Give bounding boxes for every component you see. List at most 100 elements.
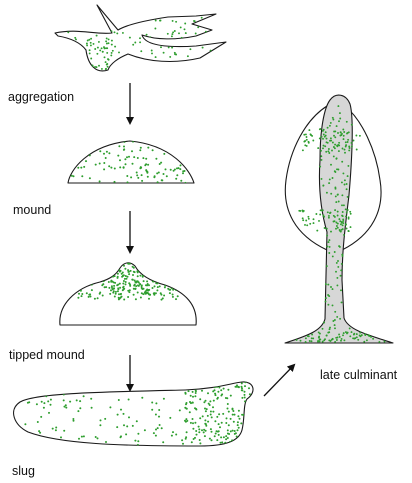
cell-dot: [343, 339, 345, 341]
cell-dot: [340, 340, 342, 342]
cell-dot: [357, 339, 359, 341]
cell-dot: [320, 155, 322, 157]
cell-dot: [99, 49, 101, 51]
cell-dot: [337, 215, 339, 217]
cell-dot: [86, 43, 88, 45]
cell-dot: [319, 166, 321, 168]
cell-dot: [163, 52, 165, 54]
cell-dot: [94, 48, 96, 50]
cell-dot: [109, 293, 111, 295]
cell-dot: [221, 441, 223, 443]
cell-dot: [163, 398, 165, 400]
cell-dot: [309, 223, 311, 225]
cell-dot: [241, 397, 243, 399]
cell-dot: [163, 153, 165, 155]
cell-dot: [126, 175, 128, 177]
cell-dot: [351, 124, 353, 126]
cell-dot: [226, 417, 228, 419]
cell-dot: [337, 211, 339, 213]
cell-dot: [64, 406, 66, 408]
cell-dot: [317, 341, 319, 343]
cell-dot: [144, 292, 146, 294]
cell-dot: [184, 23, 186, 25]
cell-dot: [228, 424, 230, 426]
cell-dot: [102, 295, 104, 297]
cell-dot: [330, 122, 332, 124]
cell-dot: [123, 149, 125, 151]
cell-dot: [345, 208, 347, 210]
cell-dot: [198, 428, 200, 430]
cell-dot: [89, 52, 91, 54]
cell-dot: [137, 271, 139, 273]
cell-dot: [115, 293, 117, 295]
cell-dot: [218, 430, 220, 432]
cell-dot: [110, 289, 112, 291]
cell-dot: [185, 32, 187, 34]
cell-dot: [333, 155, 335, 157]
cell-dot: [186, 431, 188, 433]
cell-dot: [141, 180, 143, 182]
cell-dot: [344, 184, 346, 186]
cell-dot: [120, 270, 122, 272]
cell-dot: [105, 441, 107, 443]
cell-dot: [235, 386, 237, 388]
cell-dot: [306, 224, 308, 226]
cell-dot: [90, 398, 92, 400]
cell-dot: [232, 414, 234, 416]
cell-dot: [328, 217, 330, 219]
cell-dot: [215, 394, 217, 396]
cell-dot: [170, 169, 172, 171]
cell-dot: [37, 421, 39, 423]
cell-dot: [91, 289, 93, 291]
cell-dot: [55, 429, 57, 431]
cell-dot: [117, 273, 119, 275]
cell-dot: [77, 410, 79, 412]
cell-dot: [196, 434, 198, 436]
slug-shape: [14, 382, 253, 446]
cell-dot: [214, 420, 216, 422]
cell-dot: [321, 178, 323, 180]
cell-dot: [223, 436, 225, 438]
cell-dot: [220, 436, 222, 438]
cell-dot: [221, 393, 223, 395]
cell-dot: [122, 32, 124, 34]
cell-dot: [326, 335, 328, 337]
cell-dot: [142, 157, 144, 159]
cell-dot: [192, 402, 194, 404]
cell-dot: [328, 331, 330, 333]
cell-dot: [152, 149, 154, 151]
cell-dot: [370, 336, 372, 338]
cell-dot: [328, 182, 330, 184]
cell-dot: [322, 341, 324, 343]
cell-dot: [326, 235, 328, 237]
cell-dot: [176, 167, 178, 169]
cell-dot: [179, 168, 181, 170]
cell-dot: [81, 295, 83, 297]
cell-dot: [105, 157, 107, 159]
cell-dot: [341, 222, 343, 224]
cell-dot: [332, 288, 334, 290]
cell-dot: [90, 38, 92, 40]
cell-dot: [241, 389, 243, 391]
cell-dot: [117, 276, 119, 278]
cell-dot: [372, 338, 374, 340]
cell-dot: [65, 407, 67, 409]
cell-dot: [130, 176, 132, 178]
cell-dot: [50, 399, 52, 401]
cell-dot: [216, 416, 218, 418]
cell-dot: [115, 291, 117, 293]
cell-dot: [351, 145, 353, 147]
cell-dot: [96, 66, 98, 68]
cell-dot: [143, 280, 145, 282]
cell-dot: [153, 176, 155, 178]
cell-dot: [343, 234, 345, 236]
cell-dot: [306, 139, 308, 141]
cell-dot: [230, 418, 232, 420]
cell-dot: [341, 301, 343, 303]
cell-dot: [187, 55, 189, 57]
cell-dot: [339, 220, 341, 222]
cell-dot: [308, 218, 310, 220]
cell-dot: [336, 339, 338, 341]
cell-dot: [334, 327, 336, 329]
cell-dot: [322, 328, 324, 330]
